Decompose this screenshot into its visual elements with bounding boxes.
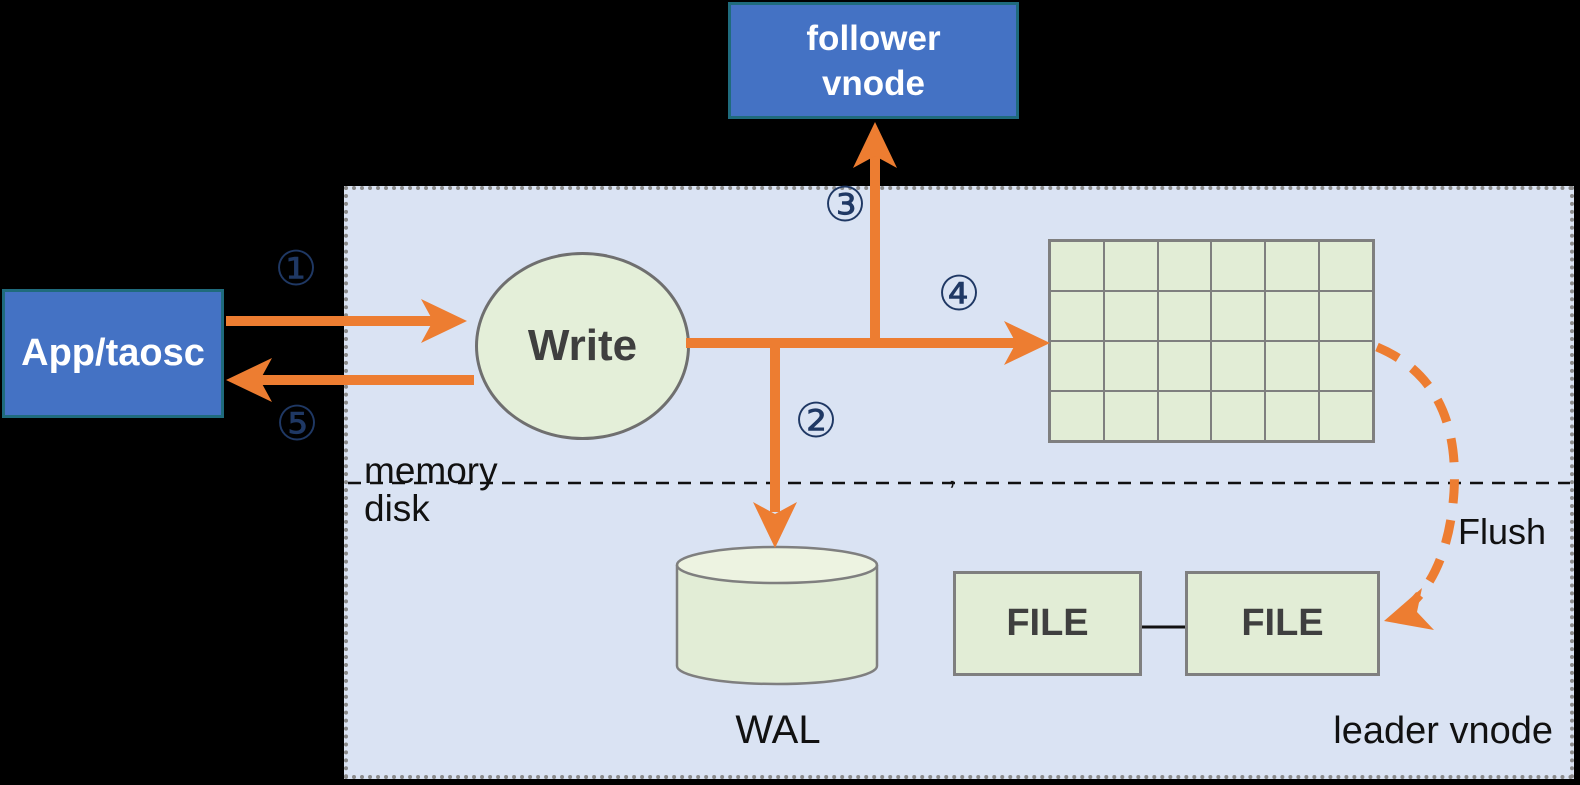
flush-label: Flush xyxy=(1458,511,1547,552)
step-1-badge: ① xyxy=(274,241,318,297)
memtable-cell xyxy=(1319,391,1373,441)
memtable-cell xyxy=(1103,391,1158,441)
wal-label: WAL xyxy=(735,708,821,752)
file-box-left: FILE xyxy=(953,571,1142,676)
disk-label: disk xyxy=(364,488,430,529)
memtable-cell xyxy=(1157,241,1212,291)
memtable-cell xyxy=(1103,291,1158,341)
memory-label: memory xyxy=(364,450,498,491)
memtable-cell xyxy=(1050,391,1104,441)
stray-comma-mark: , xyxy=(948,458,957,491)
follower-vnode-box: follower vnode xyxy=(728,2,1019,119)
step-4-badge: ④ xyxy=(937,266,981,322)
memtable-cell xyxy=(1319,341,1373,391)
memtable-cell xyxy=(1157,391,1212,441)
memtable-cell xyxy=(1050,341,1104,391)
memtable-cell xyxy=(1319,291,1373,341)
step-2-badge: ② xyxy=(794,393,838,449)
leader-vnode-label: leader vnode xyxy=(1333,710,1553,752)
memtable-cell xyxy=(1103,241,1158,291)
memtable-cell xyxy=(1050,291,1104,341)
app-taosc-box: App/taosc xyxy=(2,289,224,418)
memtable-cell xyxy=(1211,241,1266,291)
memtable-grid xyxy=(1048,239,1375,443)
memtable-cell xyxy=(1265,241,1320,291)
file-box-right: FILE xyxy=(1185,571,1380,676)
memtable-cell xyxy=(1211,391,1266,441)
write-process-node: Write xyxy=(475,252,690,440)
step-3-badge: ③ xyxy=(823,177,867,233)
memtable-cell xyxy=(1157,291,1212,341)
memtable-cell xyxy=(1265,291,1320,341)
memtable-cell xyxy=(1319,241,1373,291)
memtable-cell xyxy=(1265,341,1320,391)
memtable-cell xyxy=(1265,391,1320,441)
memtable-cell xyxy=(1103,341,1158,391)
memtable-cell xyxy=(1211,341,1266,391)
memtable-cell xyxy=(1050,241,1104,291)
memtable-cell xyxy=(1157,341,1212,391)
step-5-badge: ⑤ xyxy=(275,396,319,452)
memtable-cell xyxy=(1211,291,1266,341)
